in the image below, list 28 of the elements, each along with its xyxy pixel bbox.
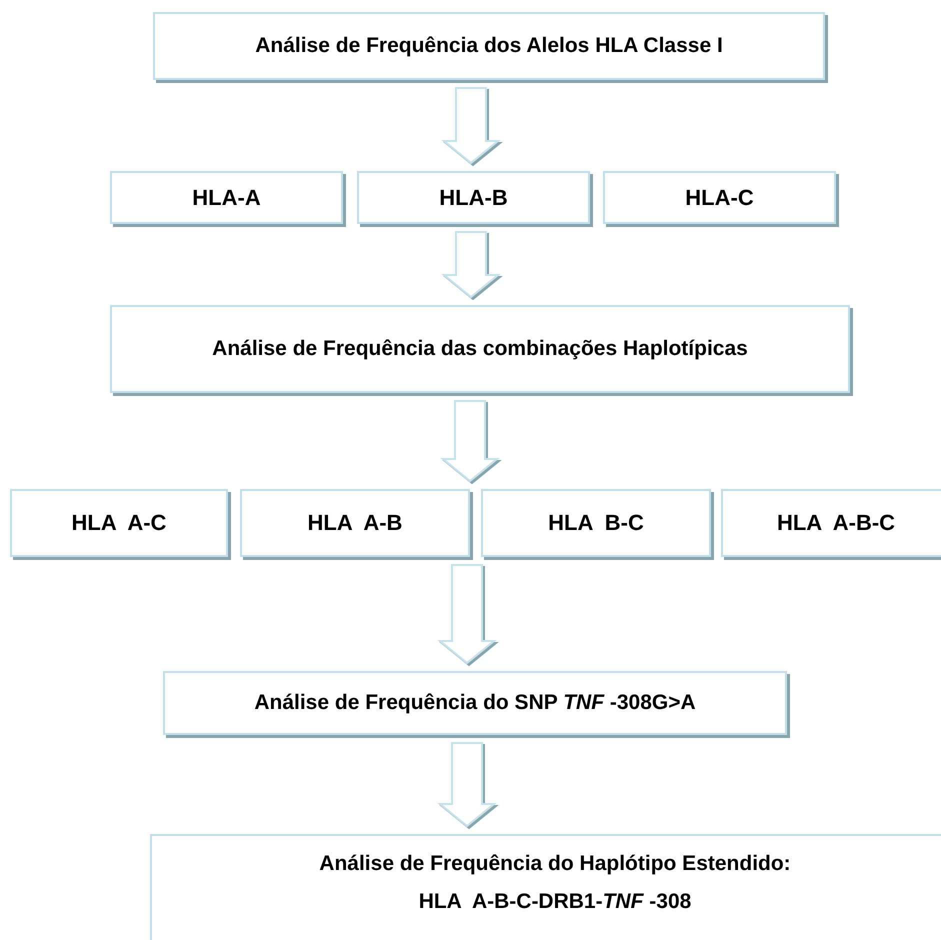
process-box	[357, 171, 590, 224]
box-label: HLA-A	[192, 184, 261, 210]
box-label: Análise de Frequência do SNP TNF -308G>A	[254, 691, 696, 715]
block-arrow	[437, 564, 497, 664]
box-label: HLA B-C	[548, 510, 644, 536]
process-box	[153, 12, 825, 80]
block-arrow	[441, 231, 501, 298]
box-label: Análise de Frequência dos Alelos HLA Classe I	[255, 34, 723, 58]
process-box	[150, 834, 941, 940]
process-box	[163, 671, 787, 735]
process-box	[10, 489, 228, 557]
process-box	[110, 171, 343, 224]
block-arrow	[441, 87, 501, 164]
process-box	[603, 171, 836, 224]
block-arrow	[440, 400, 500, 482]
process-box	[110, 305, 850, 393]
box-label: HLA A-B	[308, 510, 402, 536]
box-label: HLA A-B-C	[776, 510, 896, 536]
process-box	[481, 489, 711, 557]
box-label: Análise de Frequência do Haplótipo Estendido:	[319, 852, 791, 876]
box-label: HLA-B	[439, 184, 508, 210]
box-label: HLA A-B-C-DRB1-TNF -308	[418, 890, 692, 914]
block-arrow	[437, 742, 497, 828]
box-label: Análise de Frequência das combinações Haplotípicas	[212, 337, 748, 361]
box-label: HLA A-C	[72, 510, 166, 536]
box-label: HLA-C	[685, 184, 754, 210]
process-box	[721, 489, 941, 557]
process-box	[240, 489, 470, 557]
